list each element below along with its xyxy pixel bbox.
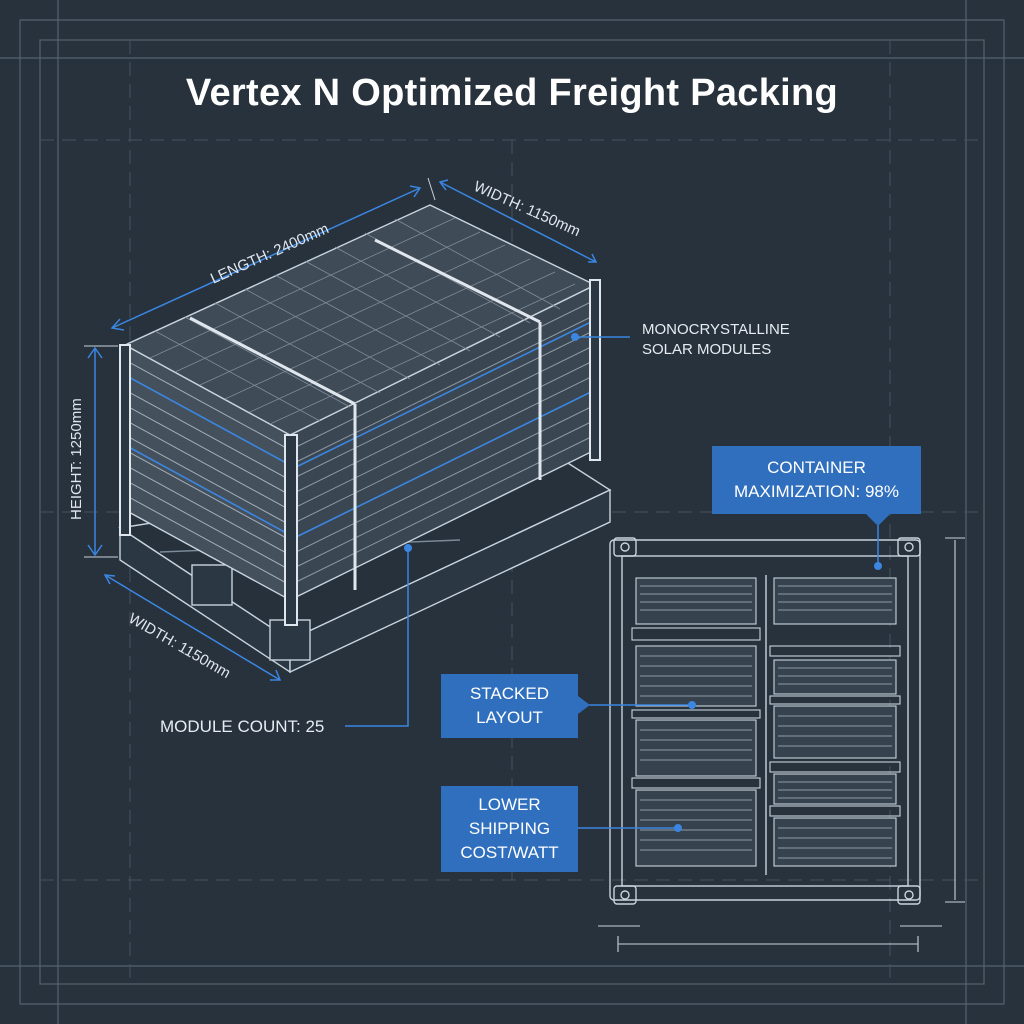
crate-straps	[189, 238, 542, 590]
lower-callout-line3: COST/WATT	[460, 843, 559, 862]
solar-cell-grid	[149, 217, 576, 425]
solar-modules-label-line1: MONOCRYSTALLINE	[642, 321, 790, 338]
crate-corner-posts	[119, 279, 601, 626]
solar-modules-label: MONOCRYSTALLINE SOLAR MODULES	[642, 320, 790, 360]
lower-shipping-cost-callout: LOWER SHIPPING COST/WATT	[441, 786, 578, 872]
dimension-lines	[84, 177, 598, 681]
page-title: Vertex N Optimized Freight Packing	[185, 72, 839, 114]
leader-lines	[345, 336, 630, 727]
length-dimension-line	[111, 187, 421, 329]
container-callout-line1: CONTAINER	[767, 458, 866, 477]
module-count-leader-dot	[404, 544, 412, 552]
lower-callout-line1: LOWER	[478, 795, 541, 814]
stacked-layout-callout: STACKED LAYOUT	[441, 674, 578, 738]
lower-leader-dot	[674, 824, 682, 832]
stacked-callout-line1: STACKED	[469, 684, 550, 703]
module-count-label: MODULE COUNT: 25	[160, 717, 325, 736]
lower-callout-line2: SHIPPING	[468, 819, 551, 838]
container-dimension-lines	[598, 537, 965, 952]
container-callout-line2: MAXIMIZATION: 98%	[734, 482, 899, 501]
container-pallet-rails	[631, 627, 901, 817]
stacked-leader-dot	[688, 701, 696, 709]
container-maximization-callout: CONTAINER MAXIMIZATION: 98%	[712, 446, 921, 514]
container-leader-dot	[874, 562, 882, 570]
height-dimension-label: HEIGHT: 1250mm	[68, 398, 85, 520]
stacked-callout-line2: LAYOUT	[476, 708, 543, 727]
container-callout-pointer	[866, 514, 890, 526]
modules-leader-dot	[571, 333, 579, 341]
container-module-stripes	[640, 585, 892, 859]
width-top-dimension-line	[439, 181, 597, 263]
container-plan	[609, 537, 921, 905]
stacked-callout-pointer	[578, 696, 590, 714]
solar-modules-label-line2: SOLAR MODULES	[642, 341, 772, 358]
solar-module-crate	[118, 204, 612, 674]
side-face-blue-bands	[289, 319, 596, 541]
width-bottom-dimension-line	[104, 574, 281, 681]
module-count-leader	[345, 548, 409, 727]
container-outline	[609, 539, 921, 901]
